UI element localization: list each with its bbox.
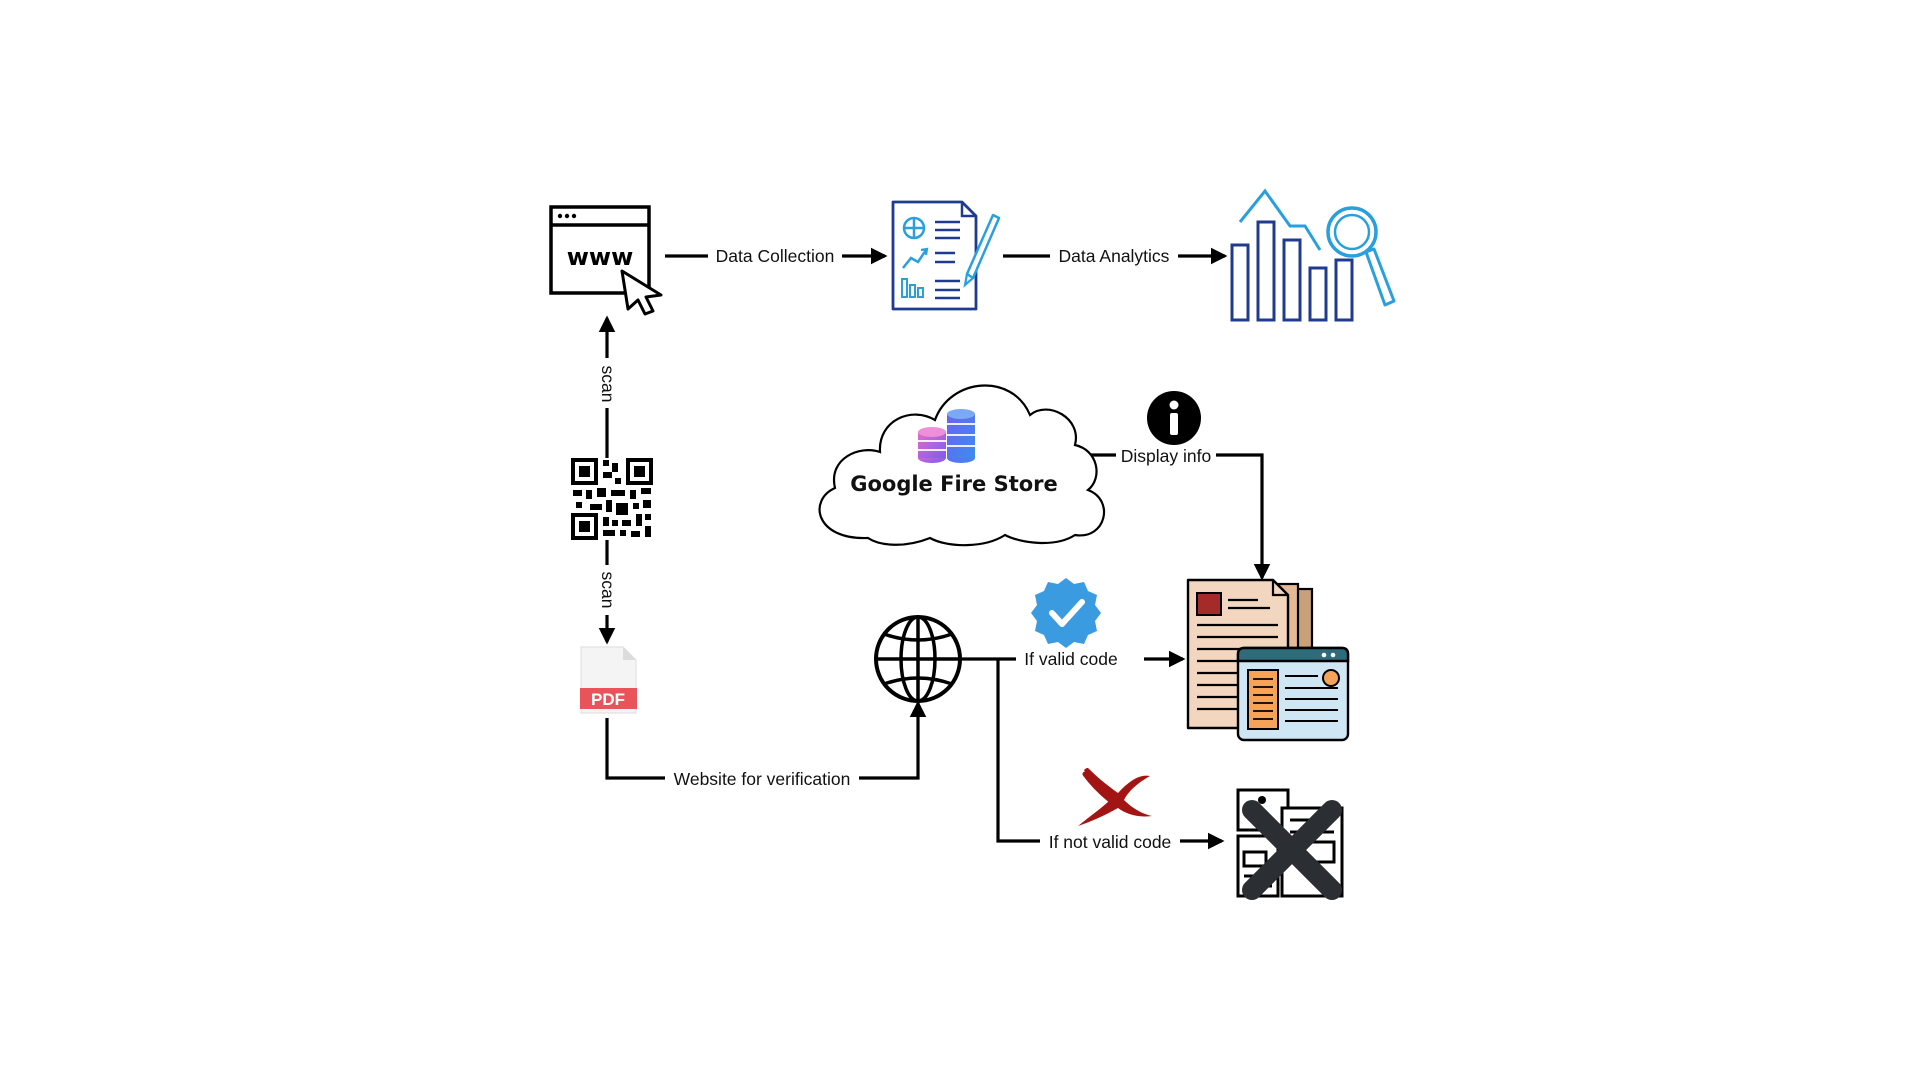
edge-label-scan-up: scan <box>598 366 618 403</box>
edge-data-collection: Data Collection <box>665 243 888 269</box>
edge-scan-down: scan <box>595 540 619 645</box>
edge-scan-up: scan <box>595 315 619 458</box>
edge-label-display-info: Display info <box>1121 446 1211 466</box>
globe-icon <box>874 615 962 703</box>
cloud-database-icon: Google Fire Store <box>818 384 1105 547</box>
red-x-icon <box>1078 768 1152 826</box>
qr-code-icon <box>571 458 653 540</box>
pdf-file-icon: PDF <box>580 646 637 714</box>
edge-data-analytics: Data Analytics <box>1003 243 1228 269</box>
edge-if-not-valid-code: If not valid code <box>996 659 1225 854</box>
website-www-text: www <box>567 243 634 271</box>
cloud-label: Google Fire Store <box>850 472 1058 496</box>
edge-label-data-collection: Data Collection <box>716 246 835 266</box>
pdf-label: PDF <box>591 690 625 709</box>
edge-display-info: Display info <box>1073 442 1271 581</box>
website-cursor-icon: www <box>549 205 663 316</box>
rejected-document-icon <box>1236 788 1344 900</box>
info-icon <box>1147 391 1201 445</box>
bar-chart-magnifier-icon <box>1230 188 1396 322</box>
edge-label-if-valid-code: If valid code <box>1024 649 1117 669</box>
verified-badge-icon <box>1031 578 1101 648</box>
edge-label-if-not-valid-code: If not valid code <box>1049 832 1172 852</box>
report-document-icon <box>891 200 1001 311</box>
edge-label-scan-down: scan <box>598 572 618 609</box>
edge-website-for-verification: Website for verification <box>605 700 927 791</box>
documents-display-icon <box>1186 578 1350 742</box>
edge-label-website-for-verification: Website for verification <box>674 769 851 789</box>
edge-if-valid-code: If valid code <box>962 646 1186 672</box>
edge-label-data-analytics: Data Analytics <box>1059 246 1170 266</box>
